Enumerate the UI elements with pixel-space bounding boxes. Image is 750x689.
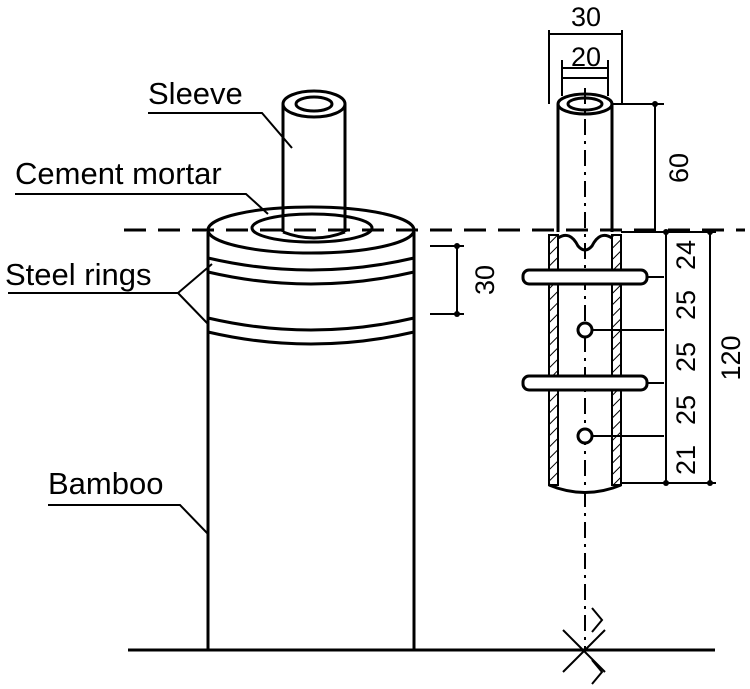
steel-ring-lower [207,316,415,346]
ring-spacing-text: 30 [470,265,500,295]
sleeve-tube [281,89,347,240]
tube-top-inner [566,96,604,112]
steel-rings-label: Steel rings [5,257,151,292]
bamboo-leader [48,504,209,535]
pin-lower [521,374,649,392]
segment-4-text: 25 [671,395,701,425]
exposed-length-text: 60 [664,153,694,183]
left-elevation-view: 30 Sleeve Cement mortar Steel rings Bamb… [5,76,745,652]
diameter-dimensions: 30 20 [548,2,623,104]
segment-3-text: 25 [671,342,701,372]
hole-lower [576,427,594,445]
right-section-view: 30 20 60 24 25 25 25 21 [521,2,746,685]
steel-rings-leader-lower [177,292,209,325]
pin-upper [521,268,649,286]
ring-spacing-dimension: 30 [430,243,500,317]
segment-5-text: 21 [671,445,701,475]
bamboo-label: Bamboo [48,466,163,501]
inner-diameter-text: 20 [571,42,601,72]
cement-mortar-label: Cement mortar [15,156,222,191]
hole-upper [576,321,594,339]
segment-2-text: 25 [671,290,701,320]
steel-ring-upper [207,256,415,286]
tube-wall-left-hatched [548,234,559,486]
exposed-length-dimension: 60 [612,101,694,232]
break-symbol [562,607,606,685]
cement-mortar-leader [15,193,269,215]
tube-bottom-end [548,483,622,494]
tube-top-cut-notch [557,233,613,252]
segment-1-text: 24 [671,240,701,270]
embedded-total-text: 120 [716,335,746,380]
sleeve-label: Sleeve [148,76,243,111]
outer-diameter-text: 30 [571,2,601,32]
tube-wall-right-hatched [611,234,622,486]
cement-mortar-ring [250,212,374,244]
sleeve-leader [148,112,293,149]
